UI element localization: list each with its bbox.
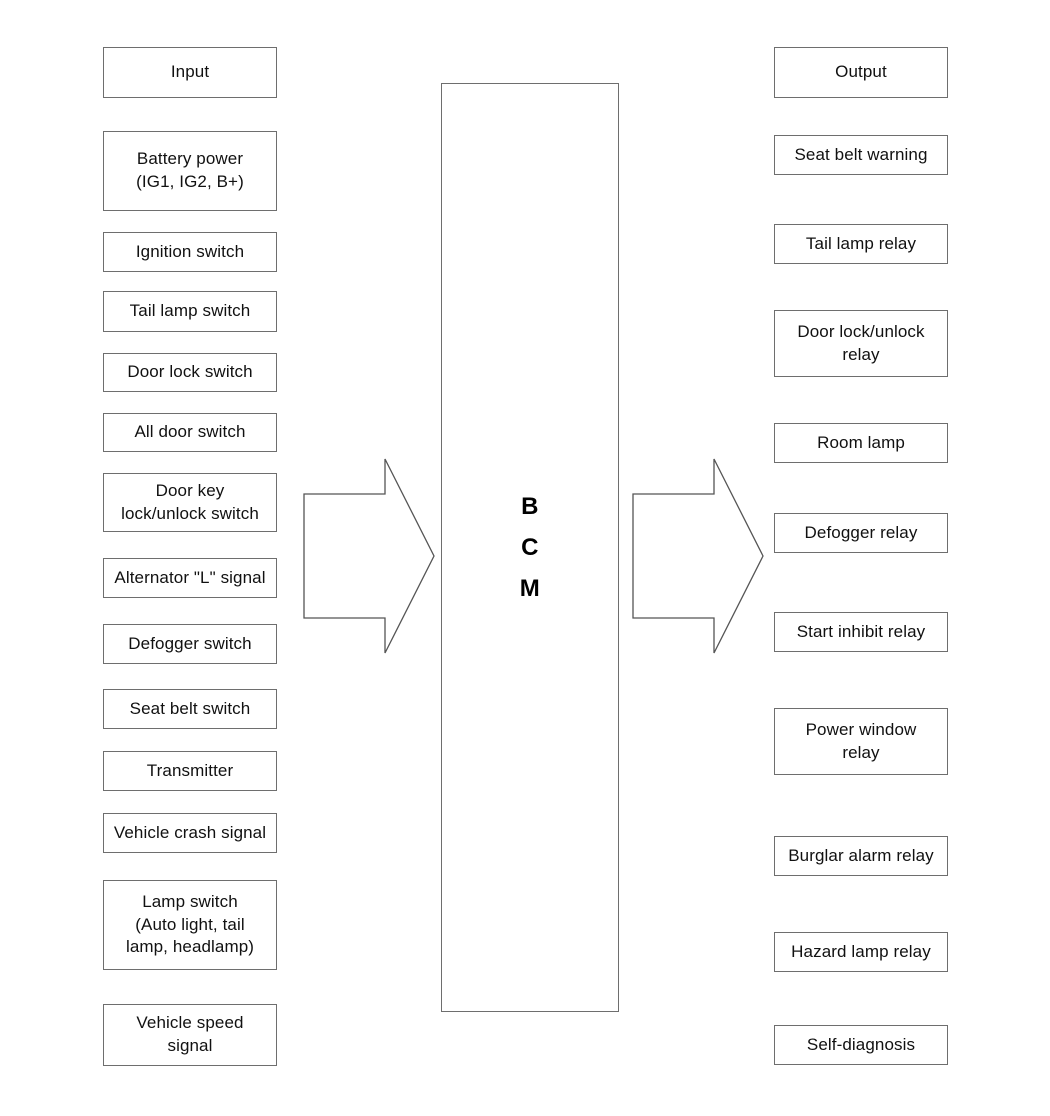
output-item-label: Power window relay (805, 719, 917, 762)
input-item-battery-power: Battery power (IG1, IG2, B+) (103, 131, 277, 211)
output-item-label: Room lamp (817, 432, 905, 452)
input-item-tail-lamp-switch: Tail lamp switch (103, 291, 277, 332)
input-column-heading-label: Input (170, 62, 210, 82)
output-item-door-lock-unlock-relay: Door lock/unlock relay (774, 310, 948, 377)
bcm-label: B C M (519, 492, 541, 603)
input-item-alternator-l-signal: Alternator "L" signal (103, 558, 277, 598)
input-item-label: All door switch (134, 422, 246, 442)
input-item-vehicle-crash-signal: Vehicle crash signal (103, 813, 277, 853)
input-item-vehicle-speed-signal: Vehicle speed signal (103, 1004, 277, 1066)
input-item-defogger-switch: Defogger switch (103, 624, 277, 664)
input-column-heading: Input (103, 47, 277, 98)
output-item-power-window-relay: Power window relay (774, 708, 948, 775)
output-item-label: Door lock/unlock relay (797, 321, 925, 364)
input-item-label: Lamp switch (Auto light, tail lamp, head… (125, 891, 255, 957)
input-item-transmitter: Transmitter (103, 751, 277, 791)
input-item-label: Vehicle crash signal (113, 822, 267, 842)
input-item-label: Battery power (IG1, IG2, B+) (136, 149, 244, 191)
output-item-label: Seat belt warning (794, 144, 928, 164)
input-item-ignition-switch: Ignition switch (103, 232, 277, 272)
output-item-start-inhibit-relay: Start inhibit relay (774, 612, 948, 652)
input-item-door-key-lock-unlock-switch: Door key lock/unlock switch (103, 473, 277, 532)
output-item-self-diagnosis: Self-diagnosis (774, 1025, 948, 1065)
output-item-label: Start inhibit relay (796, 621, 926, 641)
output-column-heading: Output (774, 47, 948, 98)
output-item-label: Defogger relay (804, 522, 918, 542)
input-item-lamp-switch: Lamp switch (Auto light, tail lamp, head… (103, 880, 277, 970)
input-item-label: Ignition switch (135, 241, 245, 261)
output-item-burglar-alarm-relay: Burglar alarm relay (774, 836, 948, 876)
input-item-label: Door key lock/unlock switch (121, 480, 259, 523)
input-flow-arrow (303, 458, 435, 654)
output-column-heading-label: Output (835, 62, 887, 82)
input-item-label: Vehicle speed signal (136, 1013, 244, 1055)
output-item-seat-belt-warning: Seat belt warning (774, 135, 948, 175)
input-item-label: Alternator "L" signal (114, 567, 266, 587)
input-item-label: Tail lamp switch (129, 301, 251, 321)
output-item-defogger-relay: Defogger relay (774, 513, 948, 553)
output-item-hazard-lamp-relay: Hazard lamp relay (774, 932, 948, 972)
input-item-label: Door lock switch (127, 362, 253, 382)
input-item-label: Transmitter (146, 760, 234, 780)
bcm-module-box: B C M (441, 83, 619, 1012)
output-flow-arrow (632, 458, 764, 654)
output-item-room-lamp: Room lamp (774, 423, 948, 463)
output-item-label: Burglar alarm relay (788, 845, 934, 865)
input-item-label: Defogger switch (128, 633, 252, 653)
output-item-label: Tail lamp relay (805, 233, 917, 253)
output-item-tail-lamp-relay: Tail lamp relay (774, 224, 948, 264)
input-item-label: Seat belt switch (129, 698, 251, 718)
input-item-all-door-switch: All door switch (103, 413, 277, 452)
output-item-label: Self-diagnosis (806, 1034, 916, 1054)
input-item-door-lock-switch: Door lock switch (103, 353, 277, 392)
output-item-label: Hazard lamp relay (791, 941, 931, 961)
input-item-seat-belt-switch: Seat belt switch (103, 689, 277, 729)
